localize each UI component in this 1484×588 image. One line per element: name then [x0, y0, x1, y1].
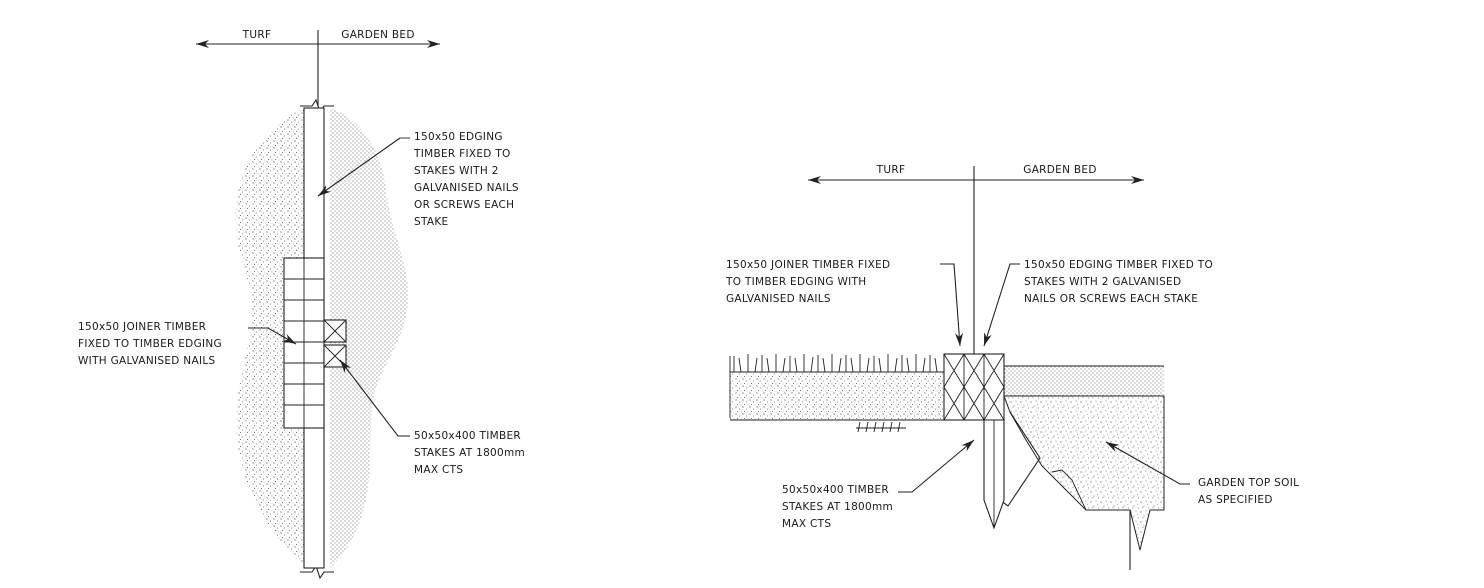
section-mulch-layer [1004, 366, 1164, 396]
plan-stakes [323, 319, 347, 368]
plan-turf-label: TURF [242, 29, 272, 41]
plan-joiner-timber [283, 257, 325, 429]
section-timber-stake [983, 419, 1005, 530]
section-stake-note: 50x50x400 TIMBER STAKES AT 1800mm MAX CT… [782, 484, 897, 530]
plan-garden-bed-area [330, 108, 409, 568]
section-soil-cut [999, 411, 1041, 507]
section-dimension: TURF GARDEN BED [808, 164, 1144, 354]
section-edging-note: 150x50 EDGING TIMBER FIXED TO STAKES WIT… [1024, 259, 1217, 305]
section-turf-label: TURF [876, 164, 906, 176]
plan-dimension: TURF GARDEN BED [196, 29, 440, 580]
plan-edging-note: 150x50 EDGING TIMBER FIXED TO STAKES WIT… [413, 131, 522, 228]
section-turf-soil [730, 372, 944, 420]
section-view: TURF GARDEN BED [725, 164, 1303, 570]
section-joiner-note: 150x50 JOINER TIMBER FIXED TO TIMBER EDG… [725, 259, 894, 305]
plan-garden-bed-label: GARDEN BED [341, 29, 414, 41]
section-garden-top-soil [1003, 395, 1165, 551]
section-timber-blocks [943, 353, 1005, 421]
section-garden-bed-label: GARDEN BED [1023, 164, 1096, 176]
plan-joiner-note: 150x50 JOINER TIMBER FIXED TO TIMBER EDG… [78, 321, 226, 367]
plan-turf-area [235, 108, 304, 565]
section-soil-note: GARDEN TOP SOIL AS SPECIFIED [1198, 477, 1303, 506]
section-subgrade-hatch [856, 421, 906, 433]
plan-stake-note: 50x50x400 TIMBER STAKES AT 1800mm MAX CT… [414, 430, 529, 476]
plan-view: TURF GARDEN BED [78, 29, 529, 580]
